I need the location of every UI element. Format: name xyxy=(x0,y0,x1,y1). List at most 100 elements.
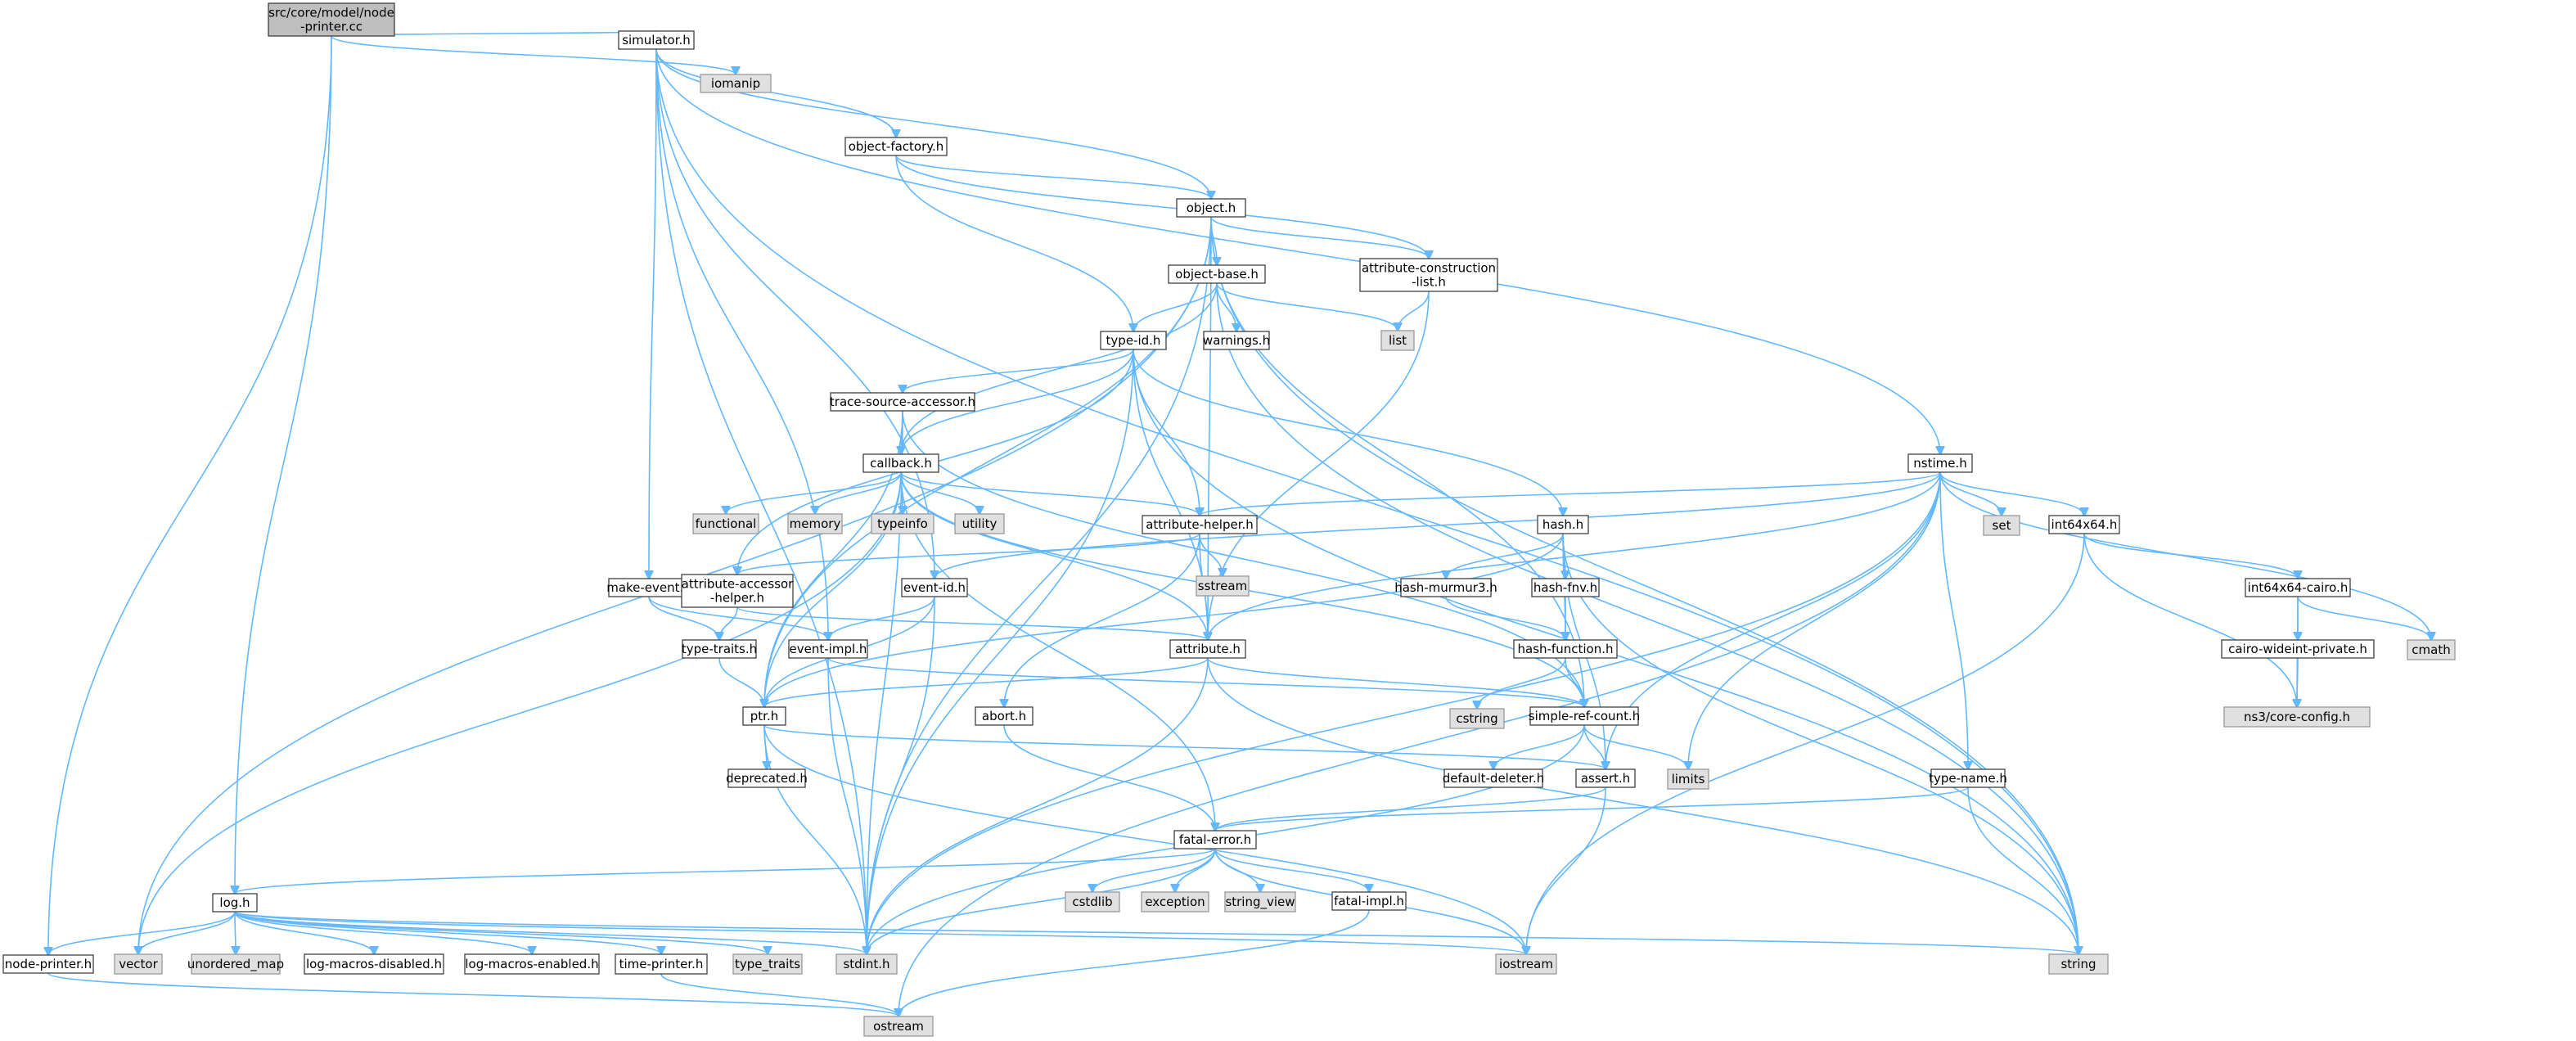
edge-typeid-to-callback xyxy=(901,349,1134,454)
node-timeprinter[interactable]: time-printer.h xyxy=(615,953,708,975)
edge-abort-to-fatalerror xyxy=(1003,724,1215,831)
node-box xyxy=(304,953,444,975)
edge-hash-to-ptr xyxy=(764,533,1564,707)
node-hashfnv[interactable]: hash-fnv.h xyxy=(1531,578,1600,597)
node-log[interactable]: log.h xyxy=(212,893,258,913)
node-label: log-macros-enabled.h xyxy=(465,957,598,971)
node-tsa[interactable]: trace-source-accessor.h xyxy=(830,392,975,412)
node-label: log.h xyxy=(219,895,250,910)
edge-typeid-to-attrhelper xyxy=(1133,349,1200,516)
node-ptr[interactable]: ptr.h xyxy=(742,706,786,726)
node-callback[interactable]: callback.h xyxy=(862,453,939,473)
node-objfactory[interactable]: object-factory.h xyxy=(844,137,948,156)
node-src[interactable]: simple-ref-count.h xyxy=(1529,706,1640,726)
node-deprecated[interactable]: deprecated.h xyxy=(726,768,808,788)
node-typename[interactable]: type-name.h xyxy=(1929,768,2007,788)
edge-attribute-to-ptr xyxy=(764,657,1209,707)
edge-eventimpl-to-stdint xyxy=(827,657,867,954)
node-objbase[interactable]: object-base.h xyxy=(1168,264,1266,284)
node-box xyxy=(700,74,772,93)
node-eventimpl[interactable]: event-impl.h xyxy=(788,639,868,659)
node-box xyxy=(975,706,1034,726)
node-nodeprinter[interactable]: node-printer.h xyxy=(2,954,94,974)
node-label: iomanip xyxy=(711,76,760,91)
node-attribute[interactable]: attribute.h xyxy=(1169,639,1246,659)
node-box xyxy=(2048,953,2109,975)
node-cairowide[interactable]: cairo-wideint-private.h xyxy=(2221,639,2375,659)
node-box xyxy=(1141,891,1209,913)
node-attrconst[interactable]: attribute-construction-list.h xyxy=(1359,258,1498,292)
node-label: attribute-accessor xyxy=(682,577,795,592)
node-box xyxy=(1142,515,1258,534)
node-label: limits xyxy=(1672,772,1705,786)
node-label: simulator.h xyxy=(622,33,691,47)
node-simulator[interactable]: simulator.h xyxy=(618,30,695,50)
edge-callback-to-attribute xyxy=(900,471,1208,640)
node-box xyxy=(114,953,163,975)
nodes-layer: src/core/model/node-printer.cc simulator.… xyxy=(2,2,2456,1037)
node-attrhelper[interactable]: attribute-helper.h xyxy=(1142,515,1258,534)
node-root[interactable]: src/core/model/node-printer.cc xyxy=(268,2,395,37)
node-label: string xyxy=(2060,957,2096,971)
edge-callback-to-attrhelper xyxy=(900,471,1200,516)
node-box xyxy=(727,768,806,788)
node-list: list xyxy=(1380,330,1415,351)
node-box xyxy=(1667,768,1709,790)
node-label: callback.h xyxy=(870,456,932,471)
node-eventid[interactable]: event-id.h xyxy=(901,578,968,597)
node-nstime[interactable]: nstime.h xyxy=(1907,453,1973,473)
node-box xyxy=(2223,706,2371,728)
node-hashmurmur[interactable]: hash-murmur3.h xyxy=(1394,578,1497,597)
node-utility: utility xyxy=(954,513,1005,534)
node-box xyxy=(1983,515,2020,536)
node-iostream: iostream xyxy=(1495,953,1557,975)
node-label: list xyxy=(1389,333,1407,348)
node-box xyxy=(1169,639,1246,659)
edge-simulator-to-object xyxy=(655,48,1211,199)
node-hashfunc[interactable]: hash-function.h xyxy=(1513,639,1618,659)
node-box xyxy=(1495,953,1557,975)
edge-attrconst-to-list xyxy=(1398,291,1430,331)
node-attracc[interactable]: attribute-accessor-helper.h xyxy=(681,574,795,608)
edge-log-to-vector xyxy=(138,911,236,954)
edge-nstime-to-stdint xyxy=(867,471,1941,954)
node-box xyxy=(2245,578,2351,597)
node-assert[interactable]: assert.h xyxy=(1575,768,1636,788)
edge-objbase-to-warnings xyxy=(1216,282,1236,331)
node-typetraitsh[interactable]: type-traits.h xyxy=(682,639,757,659)
node-logdisabled[interactable]: log-macros-disabled.h xyxy=(304,953,444,975)
edge-typeid-to-stdint xyxy=(867,349,1134,954)
node-abort[interactable]: abort.h xyxy=(975,706,1034,726)
node-warnings[interactable]: warnings.h xyxy=(1203,331,1270,350)
node-defdel[interactable]: default-deleter.h xyxy=(1443,768,1545,788)
node-label: trace-source-accessor.h xyxy=(830,394,975,409)
node-label: simple-ref-count.h xyxy=(1529,709,1640,723)
node-box xyxy=(615,953,708,975)
node-hash[interactable]: hash.h xyxy=(1537,515,1589,534)
node-ostream: ostream xyxy=(863,1016,934,1037)
edge-nstime-to-int64x64 xyxy=(1939,471,2084,516)
edge-object-to-attrconst xyxy=(1210,216,1429,259)
node-int64cairo[interactable]: int64x64-cairo.h xyxy=(2245,578,2351,597)
node-typeid[interactable]: type-id.h xyxy=(1100,331,1167,350)
node-box xyxy=(954,513,1005,534)
edge-src-to-assert xyxy=(1583,724,1605,769)
node-label: utility xyxy=(962,516,998,531)
edge-simulator-to-nstime xyxy=(655,48,1940,454)
edge-eventid-to-eventimpl xyxy=(828,596,935,640)
node-logenabled[interactable]: log-macros-enabled.h xyxy=(464,953,600,975)
edge-hash-to-string xyxy=(1562,533,2078,954)
edge-log-to-unordered_map xyxy=(235,911,236,954)
node-fatalerror[interactable]: fatal-error.h xyxy=(1173,830,1257,849)
node-label: event-impl.h xyxy=(790,642,867,656)
node-int64x64[interactable]: int64x64.h xyxy=(2048,515,2120,534)
node-object[interactable]: object.h xyxy=(1176,198,1246,218)
node-label: set xyxy=(1993,518,2011,533)
node-label: type-traits.h xyxy=(682,642,757,656)
node-label: ns3/core-config.h xyxy=(2244,710,2350,724)
edge-root-to-iomanip xyxy=(331,35,736,74)
edge-typename-to-fatalerror xyxy=(1215,786,1969,831)
node-fatalimpl[interactable]: fatal-impl.h xyxy=(1331,891,1407,911)
node-makeevent[interactable]: make-event.h xyxy=(606,578,691,597)
edge-makeevent-to-eventimpl xyxy=(648,596,828,640)
